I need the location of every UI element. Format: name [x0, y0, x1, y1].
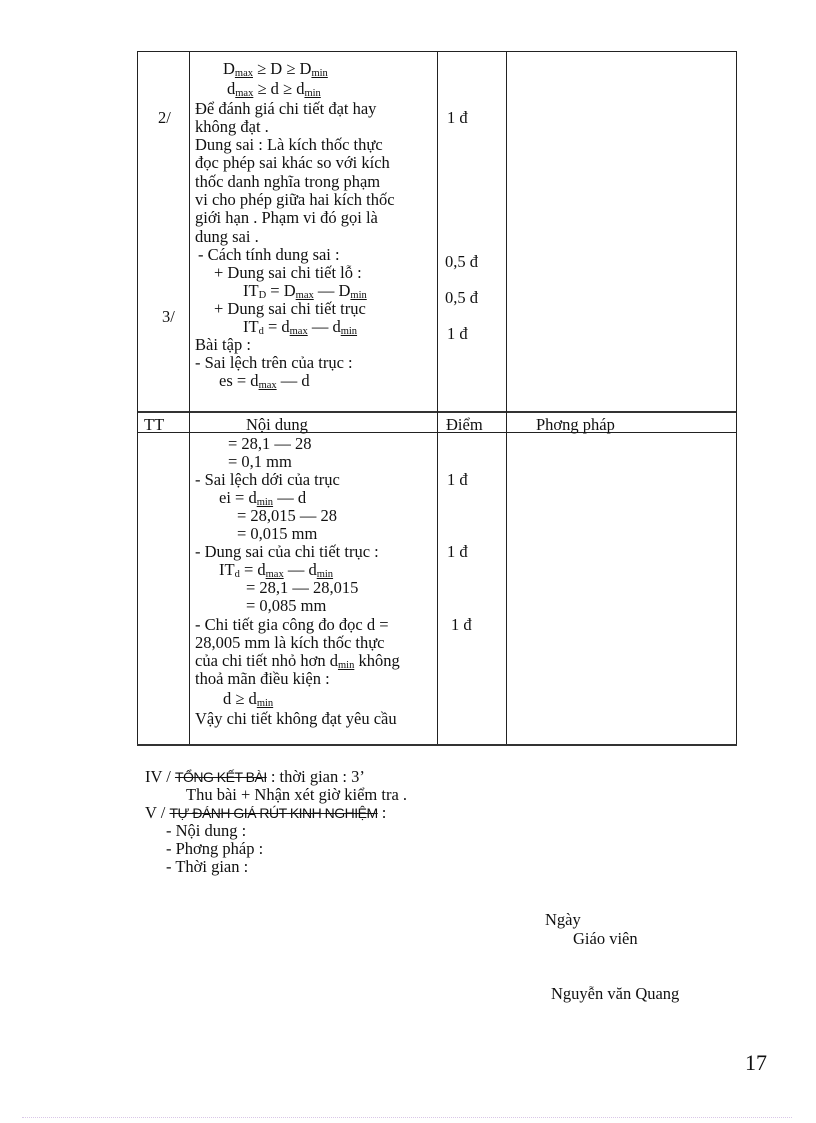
score-cell: 1 đ — [451, 615, 472, 634]
content-line: = 28,1 — 28,015 — [246, 578, 359, 597]
content-line: = 0,1 mm — [228, 452, 292, 471]
score-cell: 1 đ — [447, 324, 468, 343]
content-line: giới hạn . Phạm vi đó gọi là — [195, 208, 378, 227]
table2-col-border-2 — [437, 411, 438, 745]
section-iv-heading: IV / TỔNG KẾT BÀI : thời gian : 3’ — [145, 767, 365, 786]
table1-col-border-4 — [736, 51, 737, 432]
formula-d-range: dmax ≥ d ≥ dmin — [227, 79, 321, 99]
table1-col-border-2 — [437, 51, 438, 432]
formula-es: es = dmax — d — [219, 371, 310, 391]
content-line: của chi tiết nhỏ hơn dmin không — [195, 651, 400, 671]
review-item-method: - Phơng pháp : — [166, 839, 264, 858]
section-v-heading: V / TỰ ĐÁNH GIÁ RÚT KINH NGHIỆM : — [145, 803, 387, 822]
table2-col-border-4 — [736, 411, 737, 745]
content-line: đọc phép sai khác so với kích — [195, 153, 390, 172]
table2-col-border-1 — [189, 411, 190, 745]
content-line: - Chi tiết gia công đo đọc d = — [195, 615, 389, 634]
table1-col-border-0 — [137, 51, 138, 432]
score-cell: 1 đ — [447, 470, 468, 489]
table1-col-border-1 — [189, 51, 190, 432]
content-line: Dung sai : Là kích thốc thực — [195, 135, 383, 154]
formula-tolerance-shaft: ITd = dmax — dmin — [243, 317, 358, 337]
review-item-time: - Thời gian : — [166, 857, 249, 876]
row-label-3: 3/ — [162, 307, 175, 326]
content-line: Để đánh giá chi tiết đạt hay — [195, 99, 377, 118]
page-number: 17 — [745, 1050, 767, 1075]
content-line: thốc danh nghĩa trong phạm — [195, 172, 381, 191]
content-line: không đạt . — [195, 117, 269, 136]
table2-bottom-border — [137, 744, 737, 746]
page-bottom-divider — [22, 1117, 792, 1118]
formula-ei: ei = dmin — d — [219, 488, 307, 508]
formula-D-range: Dmax ≥ D ≥ Dmin — [223, 59, 328, 79]
teacher-role: Giáo viên — [573, 929, 638, 948]
header-score: Điểm — [446, 415, 483, 434]
content-line: - Cách tính dung sai : — [198, 245, 340, 264]
content-line: vi cho phép giữa hai kích thốc — [195, 190, 395, 209]
content-line: Bài tập : — [195, 335, 251, 354]
table2-col-border-0 — [137, 411, 138, 745]
content-line: = 28,1 — 28 — [228, 434, 312, 453]
header-content: Nội dung — [246, 415, 308, 434]
formula-tolerance-hole: ITD = Dmax — Dmin — [243, 281, 367, 301]
content-line: dung sai . — [195, 227, 259, 246]
score-cell: 1 đ — [447, 542, 468, 561]
content-line: thoả mãn điều kiện : — [195, 669, 330, 688]
header-tt: TT — [144, 415, 165, 434]
row-label-2: 2/ — [158, 108, 171, 127]
score-cell: 0,5 đ — [445, 288, 478, 307]
formula-condition: d ≥ dmin — [223, 689, 274, 709]
content-line: = 0,015 mm — [237, 524, 318, 543]
content-line: + Dung sai chi tiết trục — [214, 299, 366, 318]
table1-col-border-3 — [506, 51, 507, 432]
content-line: Vậy chi tiết không đạt yêu cầu — [195, 709, 397, 728]
score-cell: 1 đ — [447, 108, 468, 127]
formula-itd: ITd = dmax — dmin — [219, 560, 334, 580]
section-iv-detail: Thu bài + Nhận xét giờ kiểm tra . — [186, 785, 408, 804]
table2-col-border-3 — [506, 411, 507, 745]
score-cell: 0,5 đ — [445, 252, 478, 271]
date-label: Ngày — [545, 910, 581, 929]
review-item-content: - Nội dung : — [166, 821, 247, 840]
header-method: Phơng pháp — [536, 415, 615, 434]
content-line: = 28,015 — 28 — [237, 506, 338, 525]
teacher-name: Nguyễn văn Quang — [551, 984, 680, 1003]
content-line: + Dung sai chi tiết lỗ : — [214, 263, 362, 282]
content-line: 28,005 mm là kích thốc thực — [195, 633, 385, 652]
content-line: - Dung sai của chi tiết trục : — [195, 542, 379, 561]
content-line: - Sai lệch dới của trục — [195, 470, 340, 489]
content-line: - Sai lệch trên của trục : — [195, 353, 353, 372]
content-line: = 0,085 mm — [246, 596, 327, 615]
